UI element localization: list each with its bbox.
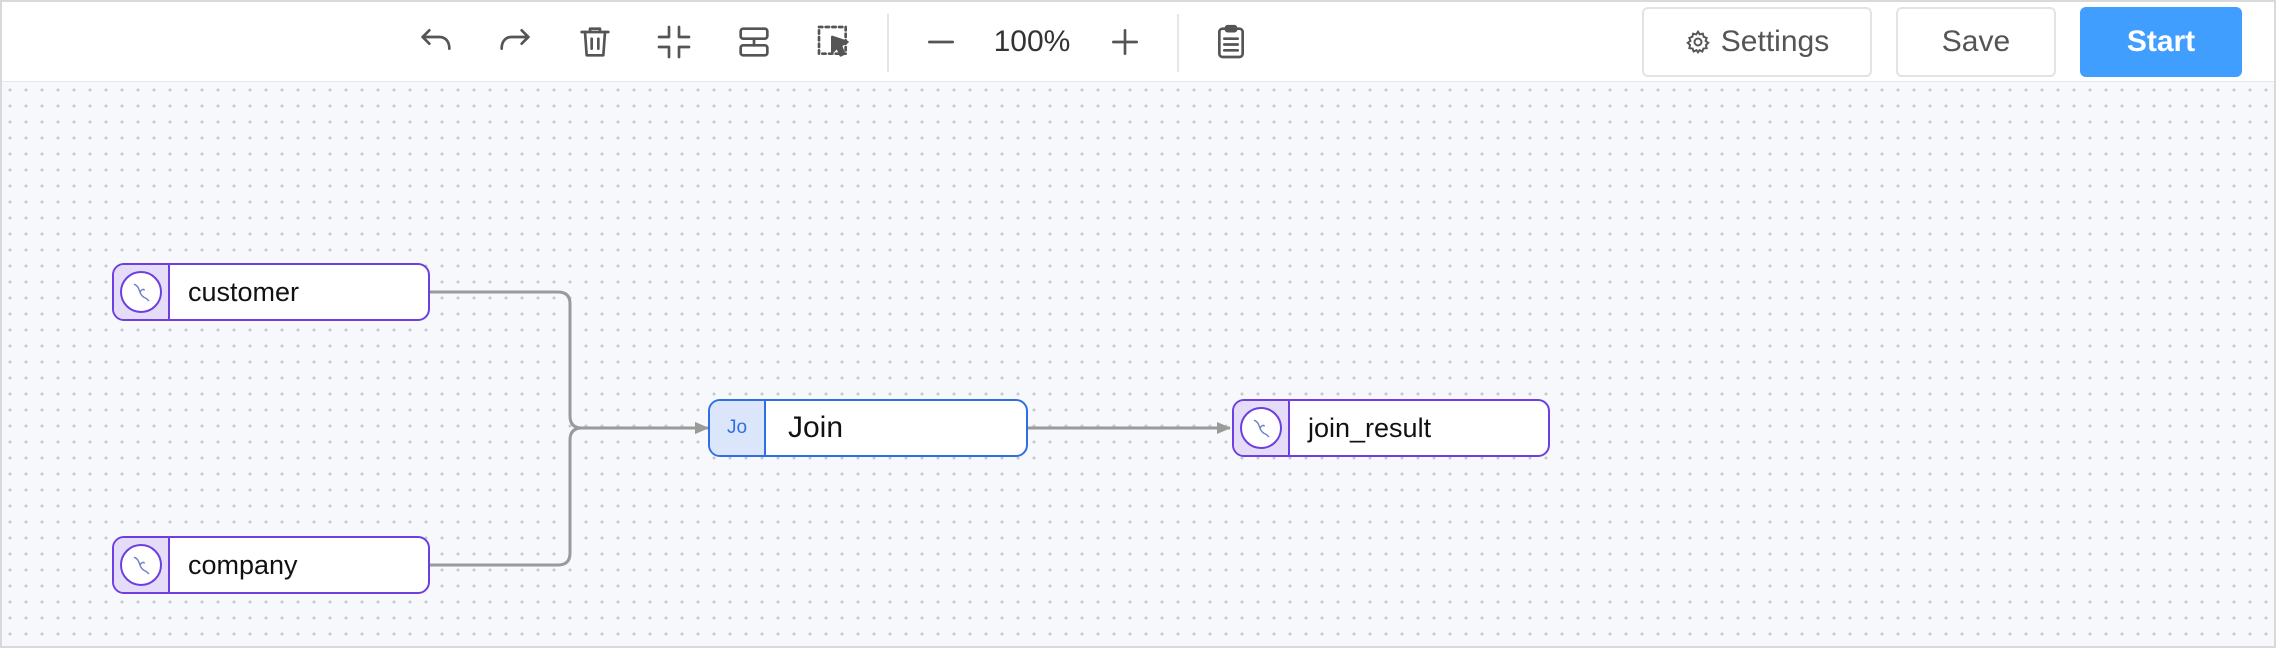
start-button[interactable]: Start	[2080, 7, 2242, 77]
flow-canvas[interactable]: customer company Jo Join	[2, 82, 2274, 646]
node-company[interactable]: company	[112, 536, 430, 594]
select-area-icon[interactable]	[810, 18, 858, 66]
join-badge: Jo	[710, 401, 766, 455]
mysql-icon	[1240, 407, 1282, 449]
zoom-in-icon[interactable]	[1101, 18, 1149, 66]
settings-label: Settings	[1720, 25, 1830, 58]
node-icon-box	[1234, 401, 1290, 455]
toolbar-divider	[887, 14, 889, 72]
node-label: Join	[788, 411, 844, 444]
node-label: company	[188, 549, 298, 580]
mysql-icon	[120, 271, 162, 313]
node-customer[interactable]: customer	[112, 263, 430, 321]
node-join-result[interactable]: join_result	[1232, 399, 1550, 457]
trash-icon[interactable]	[571, 18, 619, 66]
zoom-out-icon[interactable]	[917, 18, 965, 66]
redo-icon[interactable]	[491, 18, 539, 66]
settings-button[interactable]: Settings	[1642, 7, 1872, 77]
undo-icon[interactable]	[412, 18, 460, 66]
node-icon-box	[114, 265, 170, 319]
collapse-icon[interactable]	[650, 18, 698, 66]
gear-icon	[1685, 29, 1710, 54]
edges-layer	[430, 290, 1231, 567]
node-label: join_result	[1308, 412, 1432, 443]
node-icon-box	[114, 538, 170, 592]
toolbar: 100% Settings Save Start	[2, 2, 2274, 82]
edge-company-join[interactable]	[430, 422, 709, 567]
node-join[interactable]: Jo Join	[708, 399, 1028, 457]
mysql-icon	[120, 544, 162, 586]
save-button[interactable]: Save	[1896, 7, 2056, 77]
toolbar-divider	[1177, 14, 1179, 72]
node-label: customer	[188, 276, 300, 307]
clipboard-icon[interactable]	[1207, 18, 1255, 66]
align-icon[interactable]	[730, 18, 778, 66]
edge-customer-join[interactable]	[430, 290, 709, 434]
zoom-level: 100%	[993, 25, 1071, 58]
